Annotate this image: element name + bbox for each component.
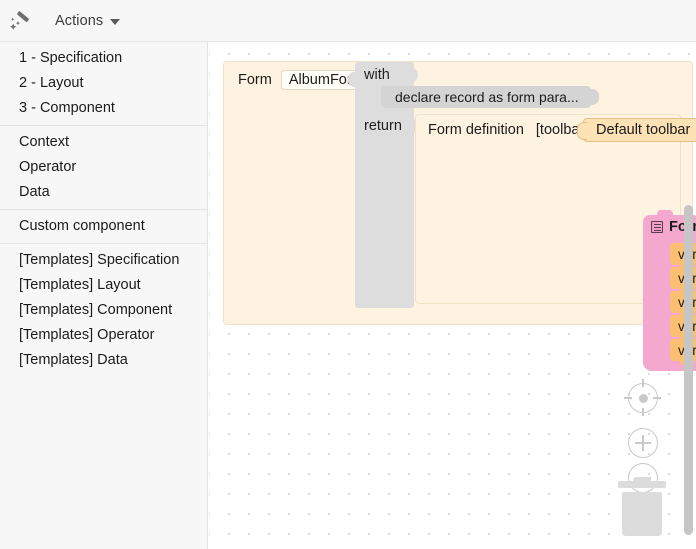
block-canvas[interactable]: Form AlbumForm with return declare recor… bbox=[209, 42, 696, 549]
socket-with bbox=[409, 67, 418, 83]
sidebar-item-label: [Templates] Data bbox=[19, 352, 128, 368]
block-form-definition[interactable]: Form definition [toolbar] Form var recor… bbox=[415, 114, 696, 371]
block-return-label: return bbox=[364, 118, 402, 134]
sidebar-group-main: 1 - Specification 2 - Layout 3 - Compone… bbox=[0, 42, 207, 125]
sidebar-item-specification[interactable]: 1 - Specification bbox=[0, 46, 207, 71]
sidebar-item-label: 2 - Layout bbox=[19, 75, 84, 91]
center-view-button[interactable] bbox=[624, 379, 661, 416]
vertical-scrollbar-thumb[interactable] bbox=[684, 205, 693, 535]
target-icon bbox=[638, 393, 648, 403]
trash-icon[interactable] bbox=[616, 477, 668, 539]
actions-menu-label: Actions bbox=[55, 13, 104, 29]
actions-menu-button[interactable]: Actions bbox=[55, 10, 121, 32]
block-declare-record-label: declare record as form para... bbox=[395, 89, 579, 105]
zoom-in-button[interactable] bbox=[628, 428, 658, 458]
sidebar-group-templates: [Templates] Specification [Templates] La… bbox=[0, 243, 207, 377]
block-default-toolbar-label: Default toolbar bbox=[596, 122, 691, 138]
sidebar-item-templates-operator[interactable]: [Templates] Operator bbox=[0, 323, 207, 348]
block-with-label: with bbox=[364, 67, 390, 83]
sidebar-item-context[interactable]: Context bbox=[0, 130, 207, 155]
chevron-down-icon bbox=[110, 19, 121, 25]
sidebar-item-component[interactable]: 3 - Component bbox=[0, 96, 207, 121]
sidebar-item-label: Context bbox=[19, 134, 69, 150]
sidebar-item-templates-layout[interactable]: [Templates] Layout bbox=[0, 273, 207, 298]
sidebar-item-templates-component[interactable]: [Templates] Component bbox=[0, 298, 207, 323]
sidebar-item-label: Operator bbox=[19, 159, 77, 175]
block-form-album-keyword: Form bbox=[238, 72, 272, 88]
magic-wand-icon[interactable] bbox=[10, 10, 32, 32]
vertical-scrollbar[interactable] bbox=[680, 42, 696, 549]
sidebar-item-operator[interactable]: Operator bbox=[0, 155, 207, 180]
block-form-definition-keyword: Form definition bbox=[428, 122, 524, 138]
block-form-album-header: Form AlbumForm bbox=[238, 70, 372, 90]
list-icon bbox=[651, 221, 663, 233]
sidebar-item-label: [Templates] Operator bbox=[19, 327, 155, 343]
top-bar: Actions bbox=[0, 0, 696, 42]
sidebar-item-label: Data bbox=[19, 184, 50, 200]
block-form-definition-slot: [toolbar] bbox=[535, 122, 589, 138]
sidebar-item-layout[interactable]: 2 - Layout bbox=[0, 71, 207, 96]
sidebar-item-label: [Templates] Component bbox=[19, 302, 173, 318]
block-form-pink-notch bbox=[657, 210, 673, 217]
sidebar-item-templates-data[interactable]: [Templates] Data bbox=[0, 348, 207, 373]
block-declare-record[interactable]: declare record as form para... bbox=[381, 86, 599, 108]
socket-return bbox=[409, 118, 418, 134]
sidebar: 1 - Specification 2 - Layout 3 - Compone… bbox=[0, 42, 208, 549]
sidebar-item-label: [Templates] Layout bbox=[19, 277, 141, 293]
sidebar-item-label: Custom component bbox=[19, 218, 145, 234]
sidebar-item-label: 3 - Component bbox=[19, 100, 115, 116]
sidebar-item-label: 1 - Specification bbox=[19, 50, 123, 66]
block-form-definition-header: Form definition [toolbar] bbox=[428, 122, 588, 138]
block-default-toolbar[interactable]: Default toolbar bbox=[576, 118, 696, 142]
sidebar-item-label: [Templates] Specification bbox=[19, 252, 180, 268]
sidebar-item-data[interactable]: Data bbox=[0, 180, 207, 205]
sidebar-item-templates-specification[interactable]: [Templates] Specification bbox=[0, 248, 207, 273]
sidebar-group-custom: Custom component bbox=[0, 209, 207, 243]
sidebar-item-custom-component[interactable]: Custom component bbox=[0, 214, 207, 239]
sidebar-group-context: Context Operator Data bbox=[0, 125, 207, 209]
